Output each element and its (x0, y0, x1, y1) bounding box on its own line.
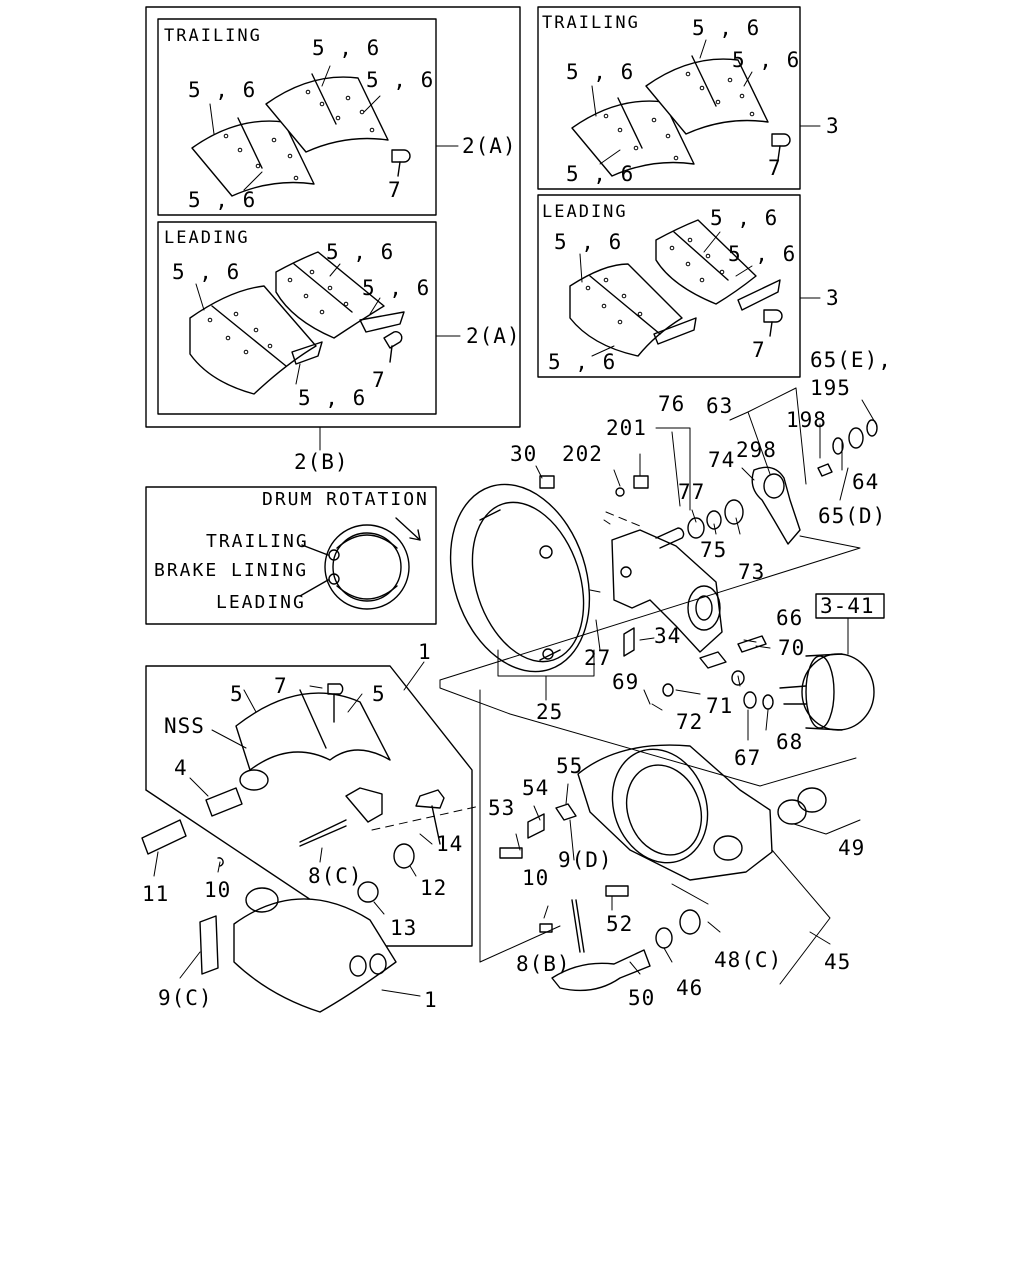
callout-5-6: 5 , 6 (362, 276, 431, 300)
callout-45: 45 (824, 950, 852, 974)
callout-68: 68 (776, 730, 804, 754)
callout-65e: 65(E), (810, 348, 892, 372)
leader-lines (154, 40, 876, 996)
callout-5-6: 5 , 6 (326, 240, 395, 264)
callout-72: 72 (676, 710, 704, 734)
callout-2b: 2(B) (294, 450, 349, 474)
brake-chamber (663, 636, 874, 730)
callout-55: 55 (556, 754, 584, 778)
callout-5-6: 5 , 6 (188, 188, 257, 212)
leading-rotation-label: LEADING (216, 592, 306, 613)
callout-67: 67 (734, 746, 762, 770)
callout-5-6: 5 , 6 (728, 242, 797, 266)
callout-54: 54 (522, 776, 550, 800)
callout-5: 5 (230, 682, 244, 706)
callout-63: 63 (706, 394, 734, 418)
leading-label-2a: LEADING (164, 228, 250, 248)
rivet-pins (384, 134, 790, 362)
callout-5-6: 5 , 6 (298, 386, 367, 410)
callout-2a: 2(A) (462, 134, 517, 158)
callout-66: 66 (776, 606, 804, 630)
drum-rotation-inset (300, 518, 420, 609)
callout-27: 27 (584, 646, 612, 670)
callout-76: 76 (658, 392, 686, 416)
callout-8c: 8(C) (308, 864, 363, 888)
spider-housing (500, 736, 826, 991)
trailing-rotation-label: TRAILING (206, 531, 309, 552)
callout-48c: 48(C) (714, 948, 783, 972)
brake-lining-label: BRAKE LINING (154, 560, 309, 581)
callout-34: 34 (654, 624, 682, 648)
callout-9c: 9(C) (158, 986, 213, 1010)
callout-10: 10 (522, 866, 550, 890)
callout-69: 69 (612, 670, 640, 694)
callout-5-6: 5 , 6 (188, 78, 257, 102)
callout-74: 74 (708, 448, 736, 472)
callout-65d: 65(D) (818, 504, 887, 528)
brake-shoe-assembly (142, 684, 444, 1012)
callout-49: 49 (838, 836, 866, 860)
callout-12: 12 (420, 876, 448, 900)
callout-5-6: 5 , 6 (366, 68, 435, 92)
slack-adjuster (688, 467, 800, 544)
callout-50: 50 (628, 986, 656, 1010)
callout-70: 70 (778, 636, 806, 660)
callout-7: 7 (768, 156, 782, 180)
callout-298: 298 (736, 438, 777, 462)
callout-11: 11 (142, 882, 170, 906)
callout-64: 64 (852, 470, 880, 494)
callout-46: 46 (676, 976, 704, 1000)
leading-label-3: LEADING (542, 202, 628, 222)
callout-202: 202 (562, 442, 603, 466)
callout-198: 198 (786, 408, 827, 432)
callout-5-6: 5 , 6 (566, 162, 635, 186)
callout-75: 75 (700, 538, 728, 562)
callout-71: 71 (706, 694, 734, 718)
callout-5-6: 5 , 6 (566, 60, 635, 84)
callout-2a: 2(A) (466, 324, 521, 348)
backing-plate (428, 466, 613, 689)
callout-5-6: 5 , 6 (172, 260, 241, 284)
callout-5-6: 5 , 6 (548, 350, 617, 374)
callout-10: 10 (204, 878, 232, 902)
callout-201: 201 (606, 416, 647, 440)
callout-1: 1 (418, 640, 432, 664)
callout-1: 1 (424, 988, 438, 1012)
callout-7: 7 (752, 338, 766, 362)
callout-30: 30 (510, 442, 538, 466)
lining-rivets (208, 72, 754, 354)
callout-5-6: 5 , 6 (312, 36, 381, 60)
callout-5-6: 5 , 6 (554, 230, 623, 254)
callout-4: 4 (174, 756, 188, 780)
callout-5-6: 5 , 6 (732, 48, 801, 72)
callout-52: 52 (606, 912, 634, 936)
callout-3: 3 (826, 286, 840, 310)
callout-7: 7 (372, 368, 386, 392)
callout-5-6: 5 , 6 (710, 206, 779, 230)
anchor-bracket (612, 528, 722, 652)
drum-rotation-label: DRUM ROTATION (262, 489, 429, 510)
nss-label: NSS (164, 714, 205, 738)
trailing-label-3: TRAILING (542, 13, 640, 33)
callout-7: 7 (274, 674, 288, 698)
callout-5-6: 5 , 6 (692, 16, 761, 40)
trailing-label-2a: TRAILING (164, 26, 262, 46)
callout-195: 195 (810, 376, 851, 400)
callout-13: 13 (390, 916, 418, 940)
callout-73: 73 (738, 560, 766, 584)
dashed-lines (372, 512, 640, 830)
callout-8b: 8(B) (516, 952, 571, 976)
callout-53: 53 (488, 796, 516, 820)
lining-pads (190, 56, 780, 394)
callout-14: 14 (436, 832, 464, 856)
callout-9d: 9(D) (558, 848, 613, 872)
callout-3: 3 (826, 114, 840, 138)
callout-77: 77 (678, 480, 706, 504)
callout-25: 25 (536, 700, 564, 724)
ref-box-label: 3-41 (820, 594, 875, 618)
washer-parts (540, 420, 877, 656)
callout-7: 7 (388, 178, 402, 202)
callout-5: 5 (372, 682, 386, 706)
